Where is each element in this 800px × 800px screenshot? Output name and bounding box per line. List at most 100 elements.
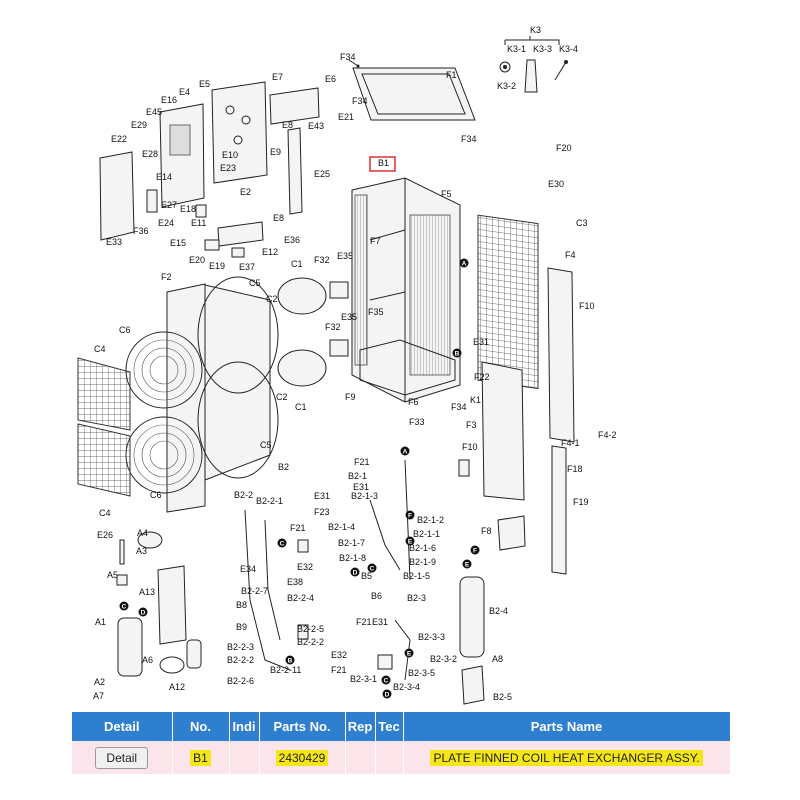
detail-button[interactable]: Detail xyxy=(95,746,149,769)
part-label: K3-2 xyxy=(497,81,516,91)
part-label: B2-3-2 xyxy=(430,654,457,664)
part-label: E4 xyxy=(179,87,190,97)
part-label: F10 xyxy=(462,442,478,452)
part-label: K3-1 xyxy=(507,44,526,54)
part-label: F21 xyxy=(356,617,372,627)
part-label: B2-1-3 xyxy=(351,491,378,501)
part-label: B2-2-3 xyxy=(227,642,254,652)
header-parts-no: Parts No. xyxy=(259,712,346,741)
header-indicator: Indi xyxy=(229,712,260,741)
marker-circle xyxy=(459,258,469,268)
part-label: A8 xyxy=(492,654,503,664)
part-label: C6 xyxy=(119,325,131,335)
part-label: B2-1-7 xyxy=(338,538,365,548)
compressor-assembly xyxy=(116,531,202,677)
marker-circle xyxy=(462,559,472,569)
part-label: A6 xyxy=(142,655,153,665)
part-label: A3 xyxy=(136,546,147,556)
marker-circle xyxy=(405,536,415,546)
part-label: B2-1-4 xyxy=(328,522,355,532)
part-label: B2-3 xyxy=(407,593,426,603)
part-label: B2 xyxy=(278,462,289,472)
fan-guards-c6 xyxy=(125,331,203,494)
part-label: F20 xyxy=(556,143,572,153)
part-label: E2 xyxy=(240,187,251,197)
part-label: C2 xyxy=(266,294,278,304)
marker-circle xyxy=(404,648,414,658)
part-label: B2-2-5 xyxy=(297,624,324,634)
marker-letter: B xyxy=(455,351,460,358)
part-label: F34 xyxy=(461,134,477,144)
connection-marker: C xyxy=(381,675,391,685)
part-label: A4 xyxy=(137,528,148,538)
part-label: F7 xyxy=(370,236,381,246)
side-panels xyxy=(458,267,575,575)
part-label: E8 xyxy=(273,213,284,223)
part-label: E14 xyxy=(156,172,172,182)
part-label: B9 xyxy=(236,622,247,632)
part-label: B2-2-4 xyxy=(287,593,314,603)
marker-circle xyxy=(382,689,392,699)
part-label: E6 xyxy=(325,74,336,84)
part-label: B2-2-2 xyxy=(227,655,254,665)
part-label: B2-1-2 xyxy=(417,515,444,525)
part-label: E10 xyxy=(222,150,238,160)
connection-marker: B xyxy=(285,655,295,665)
part-label: E31 xyxy=(353,482,369,492)
part-label: B2-1-8 xyxy=(339,553,366,563)
parts-number-value: 2430429 xyxy=(275,749,329,766)
marker-letter: C xyxy=(384,678,389,685)
table-row[interactable]: Detail B1 2430429 PLATE FINNED COIL HEAT… xyxy=(72,741,731,774)
part-label: F36 xyxy=(133,226,149,236)
part-label: B2-5 xyxy=(493,692,512,702)
front-grilles-c4 xyxy=(77,357,131,497)
part-label: B6 xyxy=(371,591,382,601)
connection-marker: C xyxy=(119,601,129,611)
connection-marker: C xyxy=(277,538,287,548)
table-header-row: Detail No. Indi Parts No. Rep Tec Parts … xyxy=(72,712,731,741)
part-label: F32 xyxy=(314,255,330,265)
part-label: F34 xyxy=(352,96,368,106)
part-label: A12 xyxy=(169,682,185,692)
marker-letter: D xyxy=(385,692,390,699)
part-label: E21 xyxy=(338,112,354,122)
part-label: E31 xyxy=(473,337,489,347)
part-label: F4-2 xyxy=(598,430,617,440)
part-label: A7 xyxy=(93,691,104,701)
electrical-components xyxy=(99,81,320,258)
marker-letter: A xyxy=(462,261,467,268)
marker-circle xyxy=(400,446,410,456)
connection-marker: E xyxy=(404,648,414,658)
part-label: E38 xyxy=(287,577,303,587)
part-label: A1 xyxy=(95,617,106,627)
marker-letter: E xyxy=(408,539,413,546)
cell-no: B1 xyxy=(172,741,230,774)
part-label: C4 xyxy=(94,344,106,354)
marker-circle xyxy=(452,348,462,358)
marker-circle xyxy=(350,567,360,577)
part-label: C1 xyxy=(291,259,303,269)
part-label: E31 xyxy=(314,491,330,501)
part-label: F23 xyxy=(314,507,330,517)
marker-circle xyxy=(405,510,415,520)
part-label: E18 xyxy=(180,204,196,214)
part-label: B2-3-5 xyxy=(408,668,435,678)
part-label: B2-1-5 xyxy=(403,571,430,581)
part-label: F21 xyxy=(290,523,306,533)
connection-marker: D xyxy=(350,567,360,577)
part-label: E9 xyxy=(270,147,281,157)
part-label: C5 xyxy=(260,440,272,450)
marker-letter: E xyxy=(407,651,412,658)
part-label: E7 xyxy=(272,72,283,82)
parts-name-value: PLATE FINNED COIL HEAT EXCHANGER ASSY. xyxy=(430,749,703,766)
part-label: F34 xyxy=(451,402,467,412)
connection-marker: D xyxy=(382,689,392,699)
marker-letter: A xyxy=(403,449,408,456)
part-label: B2-3-4 xyxy=(393,682,420,692)
marker-letter: B xyxy=(288,658,293,665)
part-label: E5 xyxy=(199,79,210,89)
header-replacement: Rep xyxy=(345,712,376,741)
part-label: E22 xyxy=(111,134,127,144)
part-label: C6 xyxy=(150,490,162,500)
